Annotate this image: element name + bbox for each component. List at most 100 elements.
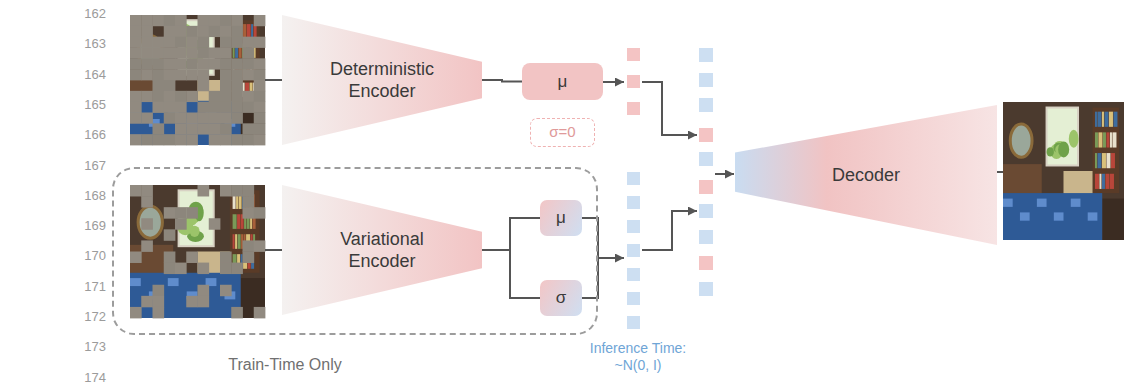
- photo-mirror: [1010, 124, 1032, 157]
- label-slot: 163: [64, 36, 106, 52]
- mask-patch: [231, 113, 243, 124]
- mean-box: μ: [540, 200, 582, 236]
- mask-patch: [254, 207, 266, 218]
- arrow: [642, 211, 697, 250]
- photo-book: [1112, 132, 1116, 147]
- photo-book: [235, 234, 237, 249]
- mask-patch: [186, 48, 198, 59]
- label-slot: 171: [64, 279, 106, 295]
- line-number: 162: [64, 6, 106, 22]
- photo-leaves: [1047, 147, 1054, 156]
- mask-patch: [209, 48, 221, 59]
- mask-patch: [153, 91, 165, 102]
- photo-book: [1098, 132, 1102, 147]
- mask-patch: [220, 123, 232, 134]
- mask-patch: [243, 185, 255, 196]
- mask-patch: [164, 58, 176, 69]
- mask-patch: [175, 134, 187, 145]
- token-square: [699, 48, 713, 62]
- line-number: 169: [64, 218, 106, 234]
- mask-patch: [175, 263, 187, 274]
- mask-patch: [254, 58, 266, 69]
- mask-patch: [231, 26, 243, 37]
- mask-patch: [141, 69, 153, 80]
- mask-patch: [130, 185, 142, 196]
- mask-patch: [164, 102, 176, 113]
- label-slot: 172: [64, 309, 106, 325]
- mask-patch: [175, 102, 187, 113]
- mask-patch: [209, 113, 221, 124]
- mask-patch: [141, 185, 153, 196]
- photo-wall: [130, 185, 265, 318]
- token-square: [699, 98, 713, 112]
- mask-patch: [220, 80, 232, 91]
- mask-patch: [198, 296, 210, 307]
- mask-patch: [186, 91, 198, 102]
- mask-patch: [209, 91, 221, 102]
- photo-book: [1106, 153, 1110, 168]
- arrow: [715, 173, 734, 175]
- mask-patch: [231, 91, 243, 102]
- photo-book: [1097, 112, 1101, 127]
- line-number: 165: [64, 97, 106, 113]
- token-square: [699, 73, 713, 87]
- mask-patch: [175, 113, 187, 124]
- arrow: [598, 257, 624, 259]
- mask-patch: [243, 69, 255, 80]
- photo-quilt: [1054, 212, 1064, 220]
- mask-patch: [141, 37, 153, 48]
- mask-patch: [220, 15, 232, 26]
- photo-book: [1113, 112, 1117, 127]
- photo-book: [1111, 153, 1115, 168]
- mask-patch: [130, 48, 142, 59]
- photo-book: [1095, 174, 1099, 189]
- mask-patch: [231, 307, 243, 318]
- mask-patch: [164, 69, 176, 80]
- mask-patch: [186, 296, 198, 307]
- photo-wall: [1003, 102, 1124, 240]
- mask-patch: [175, 37, 187, 48]
- mask-patch: [153, 80, 165, 91]
- mask-patch: [141, 218, 153, 229]
- line-number: 173: [64, 339, 106, 355]
- mask-patch: [198, 15, 210, 26]
- token-square: [627, 316, 640, 329]
- mask-patch: [164, 91, 176, 102]
- mask-patch: [209, 102, 221, 113]
- photo-book: [233, 194, 236, 209]
- photo-book: [1095, 112, 1097, 127]
- line-number: 164: [64, 67, 106, 83]
- mask-patch: [153, 134, 165, 145]
- mask-patch: [164, 80, 176, 91]
- mask-patch: [198, 263, 210, 274]
- mask-patch: [141, 91, 153, 102]
- photo-book: [1110, 132, 1112, 147]
- mask-patch: [130, 102, 142, 113]
- photo-book: [1102, 174, 1105, 189]
- mask-patch: [164, 252, 176, 263]
- mask-patch: [198, 185, 210, 196]
- mask-patch: [186, 123, 198, 134]
- mask-patch: [175, 69, 187, 80]
- mask-patch: [231, 185, 243, 196]
- photo-quilt: [1037, 199, 1047, 207]
- sigma-box: σ=0: [530, 118, 595, 147]
- photo-book: [237, 214, 240, 229]
- mask-patch: [141, 15, 153, 26]
- trapezoid: [735, 105, 997, 245]
- line-number: 167: [64, 158, 106, 174]
- token-square: [699, 180, 713, 194]
- mask-patch: [186, 252, 198, 263]
- token-square: [627, 196, 640, 209]
- trapezoid: [282, 185, 482, 315]
- mask-patch: [164, 207, 176, 218]
- mask-patch: [220, 37, 232, 48]
- train-time-group: Train-Time OnlyVariational Encoderμσ: [112, 167, 598, 335]
- arrow: [603, 81, 624, 83]
- mask-patch: [209, 123, 221, 134]
- token-square: [699, 128, 713, 142]
- photo-book: [1102, 153, 1106, 168]
- token-square: [627, 268, 640, 281]
- wire: [582, 218, 598, 298]
- mask-patch: [186, 26, 198, 37]
